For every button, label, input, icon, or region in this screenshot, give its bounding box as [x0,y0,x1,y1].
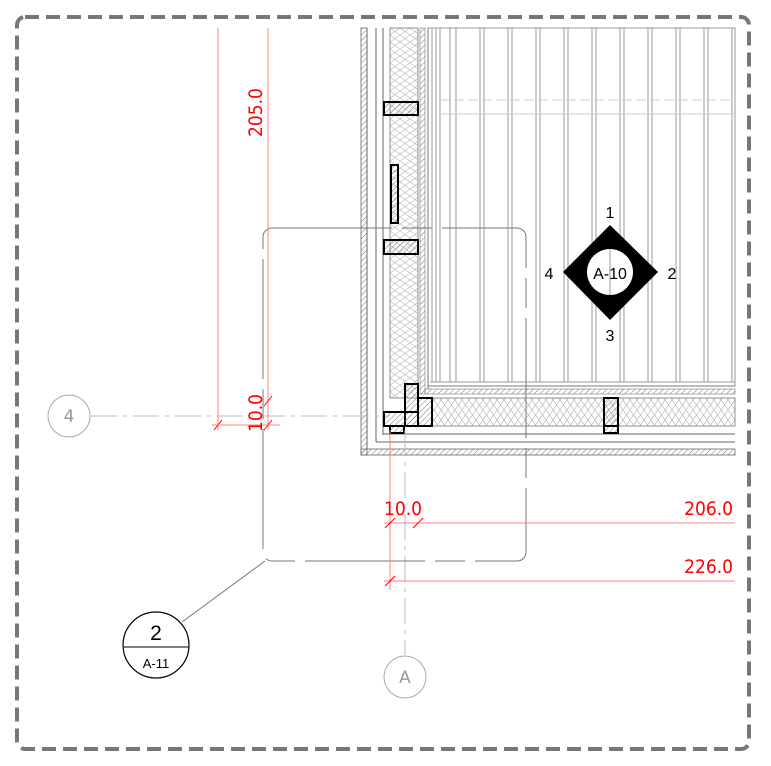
dimension-206[interactable]: 206.0 [684,498,733,520]
vertical-dimensions[interactable] [212,28,280,431]
elevation-view-2: 2 [668,266,677,283]
crop-region-border[interactable] [15,15,751,751]
grid-label-a: A [399,668,411,688]
elevation-view-4: 4 [545,266,554,283]
dimension-226[interactable]: 226.0 [684,556,733,578]
horizontal-dimensions[interactable] [384,430,735,590]
elevation-view-3: 3 [606,328,615,345]
dimension-10-vertical[interactable]: 10.0 [245,394,267,432]
elevation-sheet: A-10 [593,266,627,283]
elevation-marker[interactable]: A-10 1 2 3 4 [545,205,677,345]
dimension-205[interactable]: 205.0 [245,88,267,137]
grid-label-4: 4 [64,407,75,427]
wall-assembly [360,27,736,456]
floor-boards [427,27,736,387]
elevation-view-1: 1 [606,205,615,222]
grid-line-4[interactable]: 4 [47,394,390,438]
detail-sheet: A-11 [143,656,170,671]
detail-number: 2 [150,622,162,645]
dimension-10-horizontal[interactable]: 10.0 [384,498,422,520]
grid-line-a[interactable]: A [383,430,427,699]
detail-callout[interactable]: 2 A-11 [122,227,527,679]
